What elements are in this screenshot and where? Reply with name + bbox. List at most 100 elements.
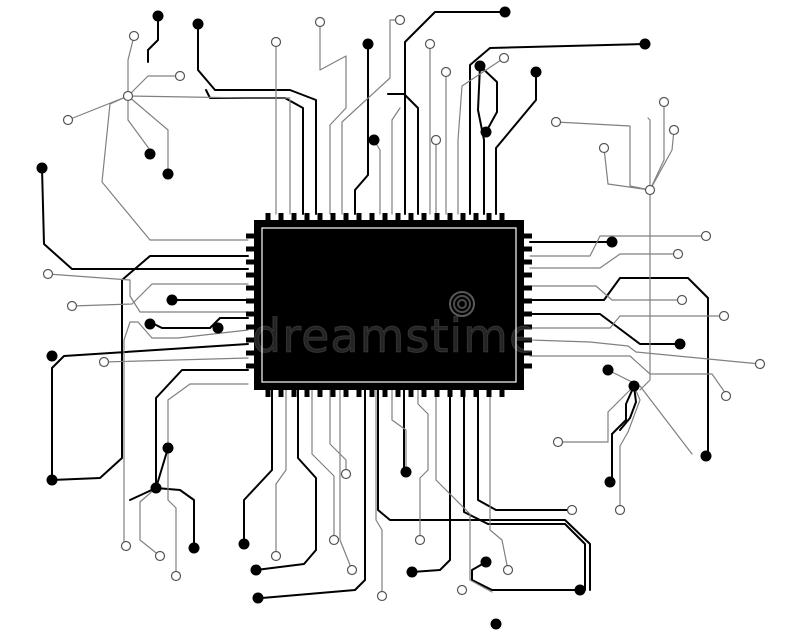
pad-open bbox=[154, 550, 166, 562]
trace bbox=[411, 389, 451, 573]
pad-filled bbox=[162, 168, 174, 180]
trace bbox=[339, 389, 353, 571]
trace bbox=[147, 15, 159, 63]
trace bbox=[619, 385, 641, 511]
pad-filled bbox=[628, 380, 640, 392]
watermark-logo bbox=[449, 291, 475, 317]
pads bbox=[36, 6, 766, 630]
pad-open bbox=[314, 16, 326, 28]
chip-pin bbox=[246, 233, 255, 239]
pad-filled bbox=[188, 542, 200, 554]
trace bbox=[51, 255, 249, 481]
chip-pin bbox=[246, 337, 255, 343]
pad-open bbox=[98, 356, 110, 368]
pad-open bbox=[718, 310, 730, 322]
trace bbox=[477, 389, 573, 511]
chip-pin bbox=[246, 246, 255, 252]
trace bbox=[377, 389, 591, 591]
chip-pin bbox=[356, 213, 362, 221]
trace bbox=[479, 65, 498, 133]
pad-filled bbox=[162, 442, 174, 454]
trace bbox=[529, 285, 683, 301]
chip-pin bbox=[473, 213, 479, 221]
pad-open bbox=[598, 142, 610, 154]
chip-pin bbox=[246, 350, 255, 356]
chip-pin bbox=[523, 298, 532, 304]
pad-open bbox=[346, 564, 358, 576]
trace bbox=[341, 19, 401, 215]
trace bbox=[611, 385, 635, 483]
pad-filled bbox=[490, 618, 502, 630]
trace bbox=[649, 129, 675, 191]
chip-pin bbox=[317, 213, 323, 221]
pad-open bbox=[170, 570, 182, 582]
pad-filled bbox=[574, 584, 586, 596]
chip-pin bbox=[434, 213, 440, 221]
chip-pin bbox=[447, 213, 453, 221]
chip-pin bbox=[523, 363, 532, 369]
chip-pin bbox=[246, 285, 255, 291]
chip-pin bbox=[330, 213, 336, 221]
pad-open bbox=[672, 248, 684, 260]
trace bbox=[205, 89, 304, 215]
pad-open bbox=[502, 564, 514, 576]
pad-open bbox=[552, 436, 564, 448]
pad-filled bbox=[152, 10, 164, 22]
chip-pin bbox=[246, 298, 255, 304]
pad-filled bbox=[606, 236, 618, 248]
trace bbox=[529, 235, 707, 257]
trace bbox=[127, 75, 181, 97]
chip-pin bbox=[278, 389, 284, 397]
trace bbox=[375, 389, 383, 597]
pad-open bbox=[498, 52, 510, 64]
pad-open bbox=[550, 116, 562, 128]
chip-pin bbox=[395, 389, 401, 397]
chip-pin bbox=[421, 389, 427, 397]
chip-pin bbox=[265, 213, 271, 221]
trace bbox=[127, 95, 151, 151]
chip-pin bbox=[499, 389, 505, 397]
chip-pin bbox=[523, 350, 532, 356]
chip-pin bbox=[246, 324, 255, 330]
pad-filled bbox=[400, 466, 412, 478]
trace bbox=[149, 317, 249, 329]
chip-pin bbox=[434, 389, 440, 397]
chip-pin bbox=[523, 272, 532, 278]
chip-pin bbox=[304, 389, 310, 397]
pad-open bbox=[414, 534, 426, 546]
chip-pin bbox=[246, 259, 255, 265]
pad-filled bbox=[46, 350, 58, 362]
light-traces bbox=[47, 19, 761, 597]
pad-open bbox=[62, 114, 74, 126]
trace bbox=[155, 447, 169, 489]
pad-filled bbox=[499, 6, 511, 18]
pad-open bbox=[120, 540, 132, 552]
pad-filled bbox=[36, 162, 48, 174]
trace bbox=[555, 121, 651, 191]
chip-pin bbox=[278, 213, 284, 221]
chip-pin bbox=[382, 389, 388, 397]
chip-pin bbox=[382, 213, 388, 221]
chip-pin bbox=[265, 389, 271, 397]
trace bbox=[243, 389, 273, 545]
pad-open bbox=[754, 358, 766, 370]
pad-open bbox=[42, 268, 54, 280]
chip-pin bbox=[246, 272, 255, 278]
trace bbox=[329, 389, 347, 475]
pad-filled bbox=[530, 66, 542, 78]
pad-open bbox=[376, 590, 388, 602]
trace bbox=[529, 355, 727, 395]
trace bbox=[603, 147, 651, 191]
trace bbox=[529, 313, 681, 345]
chip-pin bbox=[421, 213, 427, 221]
pad-open bbox=[720, 390, 732, 402]
trace bbox=[529, 315, 725, 329]
trace bbox=[275, 389, 287, 557]
trace bbox=[41, 167, 249, 270]
chip-pin bbox=[523, 259, 532, 265]
pad-open bbox=[644, 184, 656, 196]
trace bbox=[457, 57, 505, 215]
dark-traces bbox=[41, 11, 709, 599]
chip-pin bbox=[356, 389, 362, 397]
